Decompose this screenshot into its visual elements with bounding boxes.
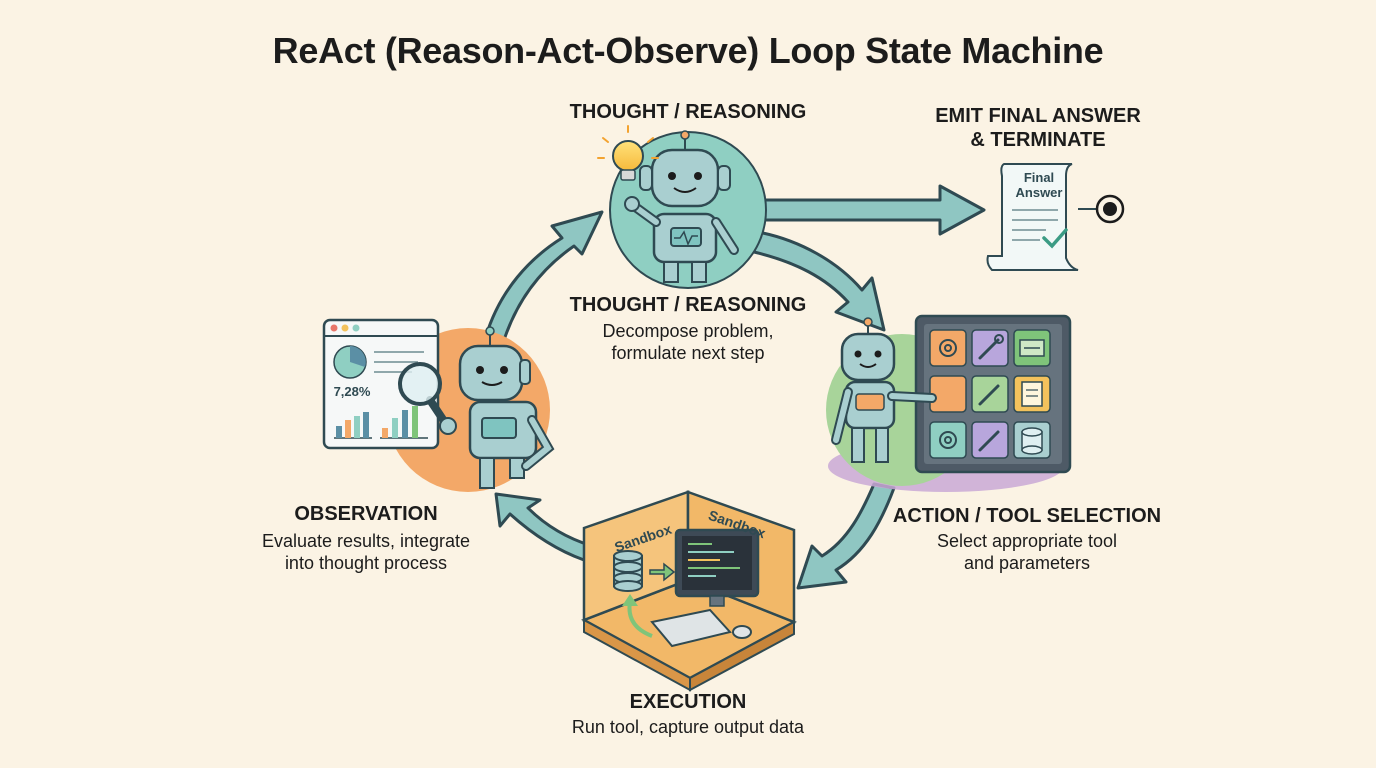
final-heading-line: & TERMINATE [970,129,1106,151]
observation-heading: OBSERVATION [294,503,438,525]
arrow-action-to-execution [796,482,896,590]
thought-heading: THOUGHT / REASONING [569,294,807,316]
observation-desc-line: Evaluate results, integrate [261,531,471,551]
arrow-observation-to-thought [484,210,604,342]
execution-heading: EXECUTION [629,691,747,713]
observation-stat-value: 7,28% [333,384,371,399]
pie-chart-icon [333,345,367,379]
action-description: Select appropriate tool and parameters [872,530,1182,574]
action-desc-line: Select appropriate tool [936,531,1118,551]
arrow-thought-to-final [762,184,986,236]
arrow-thought-to-action [752,230,886,332]
circuit-icon [1019,339,1045,357]
page-title: ReAct (Reason-Act-Observe) Loop State Ma… [272,30,1104,71]
final-answer-document: Final Answer [998,170,1080,200]
database-icon [1021,427,1043,455]
observation-illustration [322,318,555,492]
action-heading: ACTION / TOOL SELECTION [892,505,1162,527]
terminal-icon [674,528,760,607]
action-desc-line: and parameters [963,553,1091,573]
final-heading: EMIT FINAL ANSWER & TERMINATE [908,104,1168,152]
final-heading-line: EMIT FINAL ANSWER [935,105,1141,127]
observation-desc-line: into thought process [284,553,448,573]
final-answer-illustration [986,163,1125,271]
gear-icon [939,339,957,449]
end-state-icon [1095,194,1125,224]
observation-description: Evaluate results, integrate into thought… [226,530,506,574]
thought-top-label: THOUGHT / REASONING [569,101,807,123]
checkmark-icon [1042,228,1068,249]
lightbulb-icon [597,125,659,181]
execution-description: Run tool, capture output data [508,716,868,738]
thought-description: Decompose problem, formulate next step [538,320,838,364]
thought-desc-line: Decompose problem, [602,321,774,341]
action-illustration [826,314,1072,492]
doc-line: Final [1023,170,1055,185]
wrench-icon [978,334,1004,452]
arrow-execution-to-observation [494,492,594,562]
execution-desc-line: Run tool, capture output data [571,717,805,737]
execution-illustration [581,490,797,692]
magnifier-icon [398,362,457,435]
thought-illustration [597,125,767,289]
doc-line: Answer [1015,185,1063,200]
document-icon [1021,381,1043,407]
database-icon [613,550,643,592]
thought-desc-line: formulate next step [611,343,765,363]
